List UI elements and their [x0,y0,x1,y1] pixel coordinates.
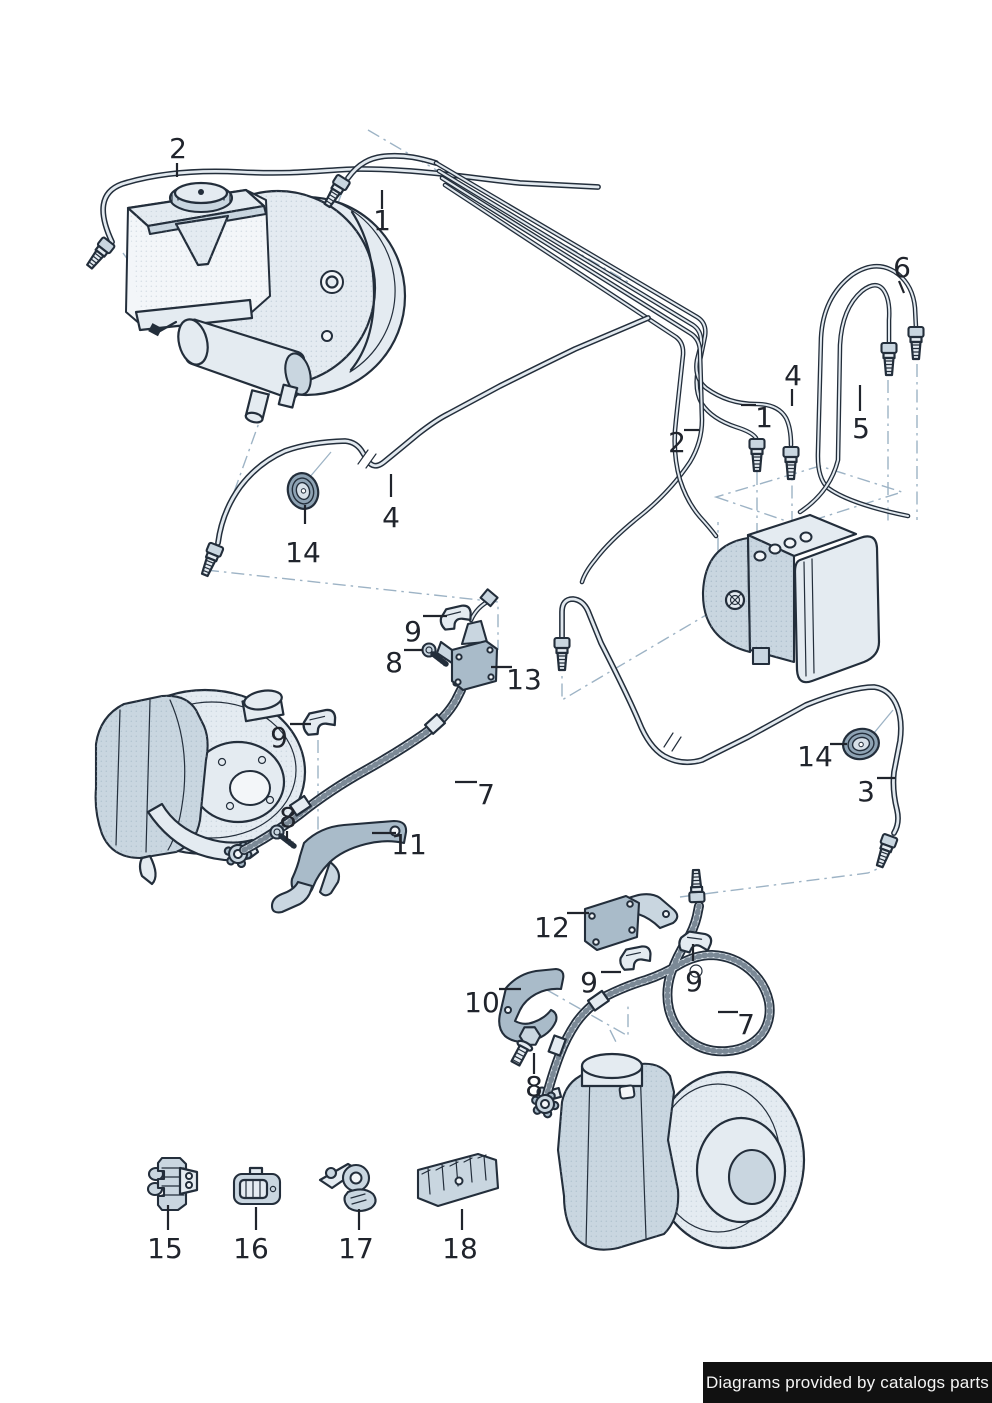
brake-pipe-1-top [319,152,439,211]
brake-pipes-5-6 [797,263,925,519]
part-number-18: 18 [442,1232,478,1265]
front-left-brake-assembly [94,688,307,886]
part-number-12: 12 [534,911,570,944]
part-number-10: 10 [464,986,500,1019]
part-number-7: 7 [477,778,495,811]
part-number-4: 4 [382,501,400,534]
reservoir-cap [168,181,234,214]
pipe-4-fitting [196,541,225,579]
part-number-4: 4 [784,359,802,392]
grommet-14-left [282,468,324,514]
pipe-clip-16 [232,1166,282,1206]
part-number-8: 8 [279,801,297,834]
pipe-6-fitting [907,325,925,361]
front-caliper [94,689,285,860]
part-number-2: 2 [169,132,187,165]
part-number-16: 16 [233,1232,269,1265]
master-cylinder [148,318,312,424]
bracket-12 [583,893,679,952]
pipe-3-fitting-front [553,636,571,672]
pipe-clip-15 [146,1156,199,1212]
part-number-8: 8 [525,1070,543,1103]
rear-hose-fitting [687,868,706,904]
part-number-6: 6 [893,251,911,284]
brake-pipe-4-left [196,315,651,579]
abs-hydraulic-unit [701,513,881,684]
part-number-9: 9 [580,966,598,999]
pipe-clip-17 [318,1162,377,1213]
part-number-8: 8 [385,646,403,679]
watermark-text: Diagrams provided by catalogs parts [706,1372,989,1392]
callout-leader-6 [897,280,906,294]
part-number-7: 7 [737,1008,755,1041]
rear-brake-hose-7 [529,868,775,1122]
bolt-8-rear [510,1026,542,1067]
part-number-11: 11 [391,828,427,861]
fluid-reservoir [125,188,271,332]
abs-control-unit [793,535,881,684]
rear-right-brake-assembly [536,1052,806,1251]
pipe-clip-18 [416,1152,500,1208]
part-number-9: 9 [270,721,288,754]
bracket-11 [270,819,408,914]
bundle-fitting-4 [782,445,800,481]
front-brake-hose-7 [239,652,473,855]
pipe-3-fitting-rear [871,832,899,870]
bundle-fitting-1 [748,437,766,473]
part-number-9: 9 [685,965,703,998]
clip-9-front [301,708,338,737]
pipe-5-fitting [880,341,898,377]
part-number-13: 13 [506,663,542,696]
part-number-9: 9 [404,615,422,648]
pipe-2-fitting [82,235,117,273]
watermark-banner: Diagrams provided by catalogs parts [703,1362,992,1403]
reservoir-base [134,298,254,332]
rear-caliper [536,1052,680,1251]
part-number-5: 5 [852,412,870,445]
brake-pipe-bundle [433,160,800,585]
part-number-1: 1 [755,401,773,434]
bracket-13 [435,588,499,692]
part-number-17: 17 [338,1232,374,1265]
part-number-14: 14 [797,740,833,773]
part-number-2: 2 [668,426,686,459]
part-number-1: 1 [373,204,391,237]
brake-servo-assembly [125,181,407,424]
part-number-3: 3 [857,775,875,808]
brake-pipe-3 [553,596,904,870]
clip-9-rear-lower [618,944,653,972]
steering-knuckle-arm [146,802,260,862]
part-number-15: 15 [147,1232,183,1265]
part-number-14: 14 [285,536,321,569]
